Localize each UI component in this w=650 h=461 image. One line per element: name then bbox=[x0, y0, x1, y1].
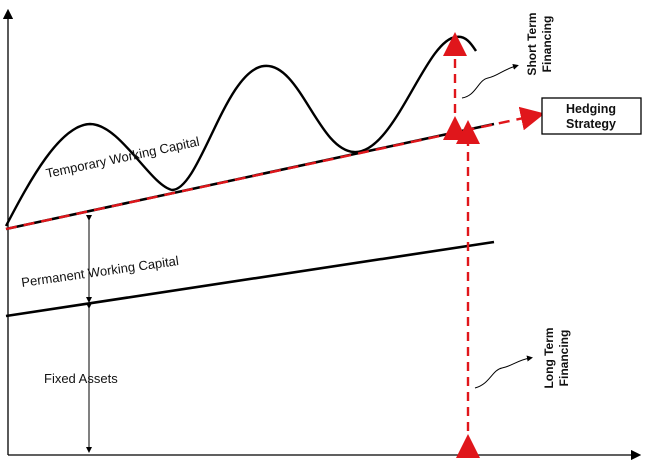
hedging-strategy-box bbox=[541, 97, 642, 135]
short-term-line2: Financing bbox=[540, 16, 554, 73]
long-term-line2: Financing bbox=[557, 330, 571, 387]
short-term-line1: Short Term bbox=[525, 12, 539, 75]
long-term-line1: Long Term bbox=[542, 327, 556, 388]
temporary-working-capital-curve bbox=[4, 35, 477, 227]
hedging-line1: Hedging bbox=[566, 102, 616, 116]
long-term-connector bbox=[474, 355, 533, 389]
permanent-label: Permanent Working Capital bbox=[20, 253, 179, 290]
short-term-connector bbox=[461, 63, 519, 99]
hedging-line2: Strategy bbox=[566, 117, 616, 131]
temporary-label: Temporary Working Capital bbox=[45, 134, 201, 181]
fixed-assets-label: Fixed Assets bbox=[44, 371, 118, 386]
